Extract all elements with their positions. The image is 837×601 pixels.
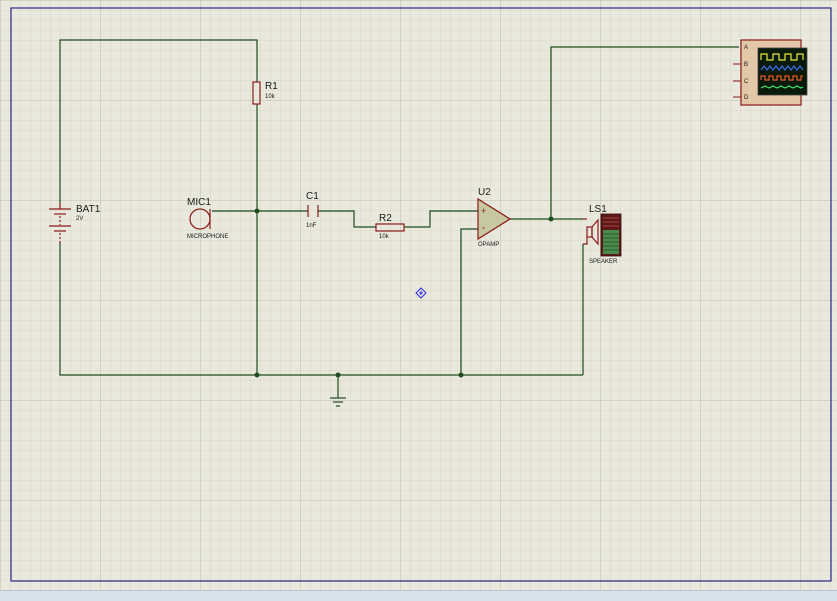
scope-trace-c <box>760 75 803 81</box>
scope-channel-c: C <box>744 79 749 85</box>
scope-channel-b: B <box>744 62 748 68</box>
speaker-ls1[interactable]: LS1 SPEAKER <box>583 204 622 265</box>
c1-ref-label: C1 <box>306 191 319 202</box>
r2-value-label: 10k <box>379 234 390 240</box>
capacitor-c1[interactable]: C1 1nF <box>306 191 319 229</box>
cursor-marker-icon <box>415 287 427 299</box>
resistor-r1[interactable]: R1 10k <box>252 81 278 105</box>
speaker-type-label: SPEAKER <box>589 259 618 265</box>
resistor-r2[interactable]: R2 10k <box>375 213 405 240</box>
junction-dots <box>254 208 554 378</box>
microphone-mic1[interactable]: MIC1 MICROPHONE <box>187 197 228 240</box>
scope-trace-d <box>760 85 804 89</box>
battery-bat1[interactable]: BAT1 2V <box>49 203 101 243</box>
scope-trace-a <box>760 53 804 61</box>
wires <box>59 39 739 398</box>
ground-symbol[interactable] <box>330 397 346 407</box>
r1-value-label: 10k <box>265 94 276 100</box>
status-bar <box>0 590 837 601</box>
mic-ref-label: MIC1 <box>187 197 211 208</box>
opamp-type-label: OPAMP <box>478 242 499 248</box>
mic-type-label: MICROPHONE <box>187 234 228 240</box>
opamp-minus-sign: - <box>482 223 485 234</box>
r1-ref-label: R1 <box>265 81 278 92</box>
opamp-plus-sign: + <box>481 206 486 216</box>
speaker-ref-label: LS1 <box>589 204 607 215</box>
scope-trace-b <box>760 65 804 71</box>
battery-ref-label: BAT1 <box>76 204 101 215</box>
opamp-u2[interactable]: + - U2 OPAMP <box>477 187 512 248</box>
battery-value-label: 2V <box>76 216 83 222</box>
scope-channel-d: D <box>744 95 749 101</box>
scope-channel-a: A <box>744 45 748 51</box>
oscilloscope[interactable]: A B C D <box>733 39 808 106</box>
sheet-border <box>10 7 832 582</box>
c1-value-label: 1nF <box>306 223 317 229</box>
r2-ref-label: R2 <box>379 213 392 224</box>
opamp-ref-label: U2 <box>478 187 491 198</box>
